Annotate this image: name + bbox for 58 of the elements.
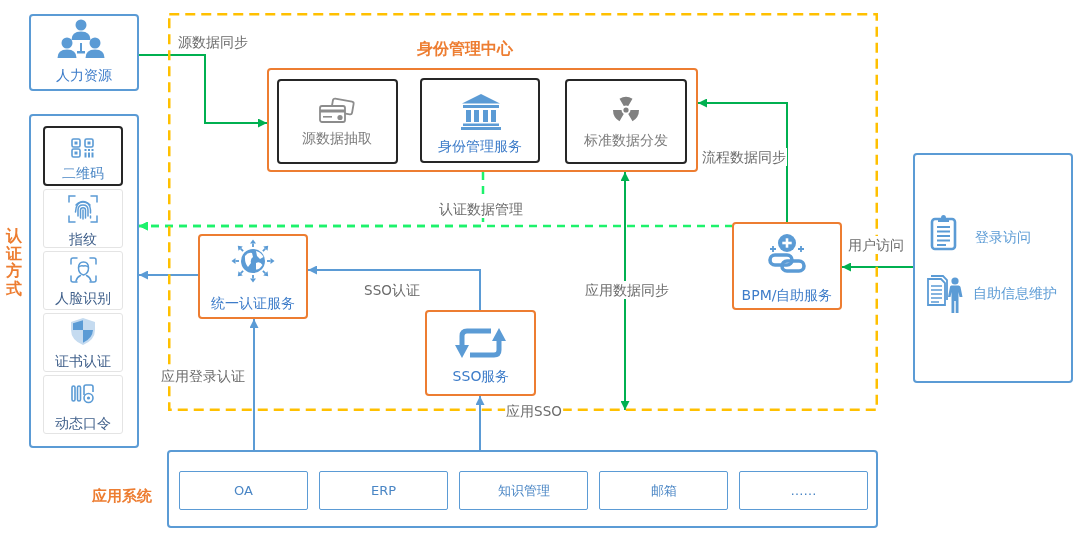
item-label: 自助信息维护 [973,285,1057,303]
edge-label: 源数据同步 [177,33,249,51]
app-box [459,471,588,510]
node-label: BPM/自助服务 [741,287,833,305]
arrow [138,54,268,128]
node-label: 源数据抽取 [302,130,372,148]
node-label: 指纹 [69,230,97,248]
service-box [425,310,536,396]
access-panel [913,153,1073,383]
arrow [475,395,485,451]
edge-label: 应用登录认证 [160,367,246,385]
service-box [732,222,842,310]
module-box [277,79,398,164]
edge-label: SSO认证 [363,281,421,299]
arrow [249,318,259,451]
arrow [841,262,914,272]
edge-label: 流程数据同步 [701,148,787,166]
app-box [599,471,728,510]
edge-label: 认证数据管理 [438,200,524,218]
auth-method-tile [43,375,123,434]
node-label: SSO服务 [452,368,510,386]
double-arrow [620,171,630,411]
node-label: 证书认证 [55,352,111,370]
group-title: 认证方式 [6,226,22,298]
app-box [739,471,868,510]
arrow [697,98,788,223]
module-box [420,78,540,163]
node-label: …… [790,482,817,500]
node-label: 统一认证服务 [211,295,295,313]
node-label: 身份管理服务 [438,138,522,156]
auth-method-tile [43,251,123,310]
auth-method-tile [43,189,123,248]
item-label: 登录访问 [975,229,1031,247]
auth-method-tile [43,313,123,372]
node-label: 人力资源 [56,67,112,85]
group-title: 身份管理中心 [417,39,513,59]
edge-label: 应用SSO [505,402,563,420]
node-label: ERP [370,482,397,500]
source-system-box [29,14,139,91]
node-label: 动态口令 [55,414,111,432]
service-box [198,234,308,319]
app-box [319,471,448,510]
module-box [565,79,687,164]
node-label: 二维码 [62,164,104,182]
arrow [307,265,481,311]
node-label: 邮箱 [650,482,677,500]
node-label: OA [234,482,253,500]
service-group-box [267,68,698,172]
edge-label: 用户访问 [847,236,905,254]
dashed-arrow [139,221,732,231]
auth-method-tile [43,126,123,186]
edge-label: 应用数据同步 [584,281,670,299]
group-title: 应用系统 [92,486,152,506]
app-box [179,471,308,510]
node-label: 知识管理 [497,482,550,500]
node-label: 标准数据分发 [584,132,668,150]
node-label: 人脸识别 [55,289,111,307]
arrow [138,270,199,280]
